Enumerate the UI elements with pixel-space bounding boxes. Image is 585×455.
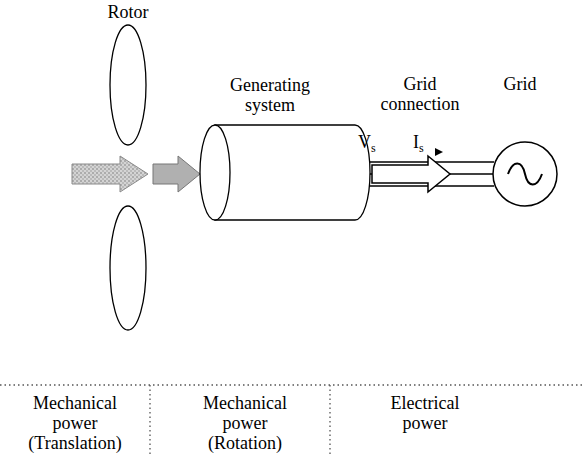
voltage-label: Vs [358,132,388,158]
grid-symbol [493,142,557,206]
rotor-shape [103,0,153,335]
section-label: Electrical power [375,393,475,433]
symbol-letter: I [413,132,419,152]
grid-shape [450,74,570,209]
label-slot: Mechanical power (Rotation) [190,393,300,453]
current-label: Is [413,132,437,158]
section-label: Mechanical power (Rotation) [190,393,300,453]
ac-symbol [508,164,542,185]
symbol-subscript: s [371,141,376,155]
grid-node: Grid [450,74,570,209]
rotor-blade [110,206,146,330]
rotor-node: Rotor [103,0,153,335]
label-slot: Grid connection [370,74,470,114]
label-slot: Vs [358,132,388,158]
section-label: Mechanical power (Translation) [20,393,130,453]
rotation-arrow [153,156,200,192]
node-heading: Rotor [93,2,163,22]
label-slot: Mechanical power (Translation) [20,393,130,453]
generator-body [215,125,370,220]
generator-node: Generating system [200,75,372,225]
symbol-subscript: s [419,141,424,155]
section-divider [149,385,150,455]
symbol-letter: V [358,132,371,152]
node-heading: Grid [475,74,565,94]
section-divider [329,385,330,455]
label-slot: Is [413,132,437,158]
power-flow-arrow [372,156,450,192]
wind-arrow [72,156,148,192]
grid-wire [355,185,494,186]
grid-connection-label: Grid connection [370,74,470,114]
grid-wire [355,161,494,162]
generator-face [200,125,230,220]
current-arrow [435,148,443,156]
rotor-blade [110,25,146,145]
section-divider [0,384,585,385]
label-slot: Electrical power [375,393,475,433]
node-heading: Generating system [215,75,325,115]
